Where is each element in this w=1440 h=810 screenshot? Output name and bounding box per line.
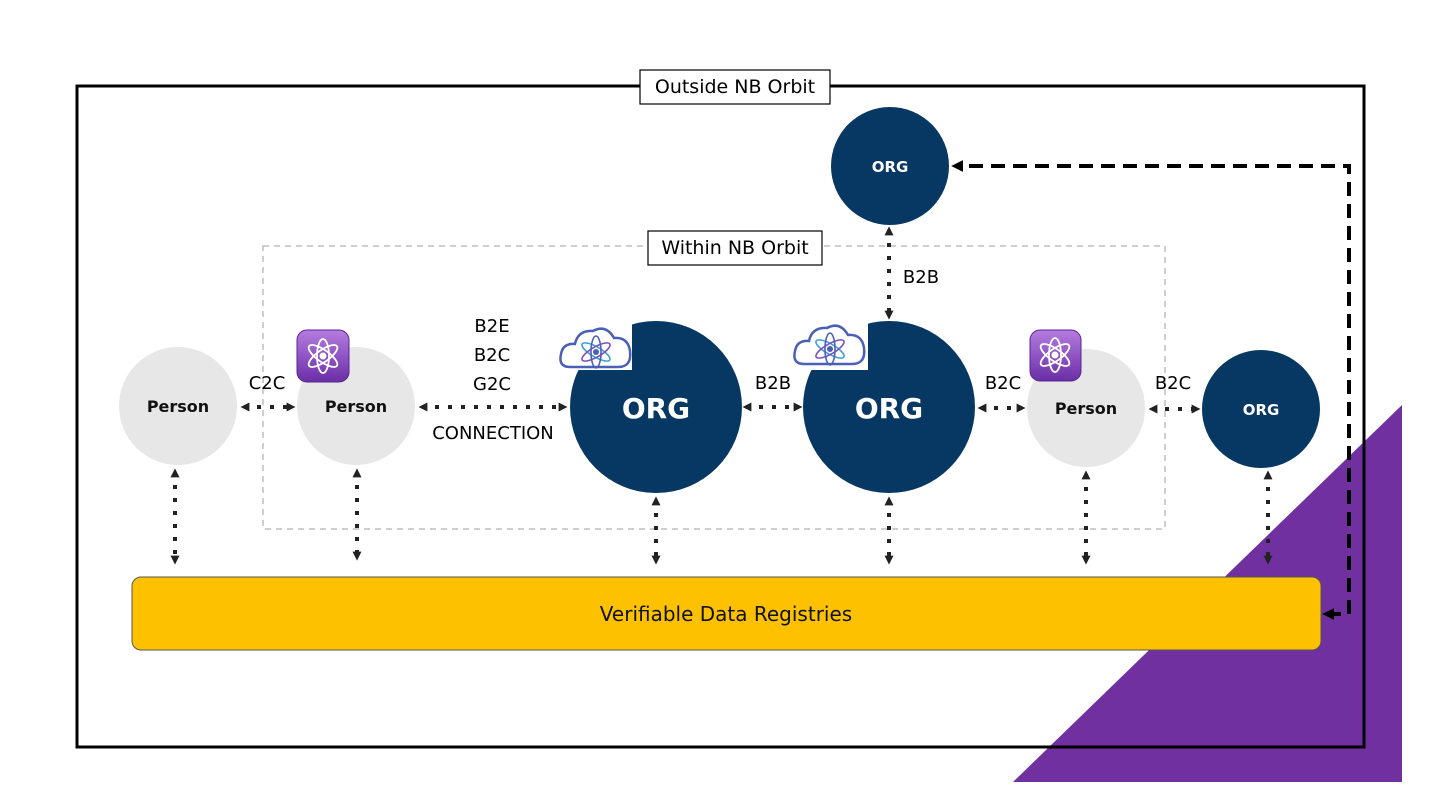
- org-top-node: [831, 107, 949, 225]
- org-label-center-right: ORG: [855, 392, 923, 425]
- person-label-2: Person: [325, 397, 387, 416]
- edge-label-b2c-left: B2C: [474, 345, 510, 366]
- inner-frame-label: Within NB Orbit: [661, 237, 808, 259]
- horizontal-connections: [240, 402, 1201, 414]
- edge-label-g2c: G2C: [473, 374, 511, 395]
- atom-cloud-icon: [792, 318, 868, 370]
- person-label-3: Person: [1055, 399, 1117, 418]
- atom-cloud-icon: [558, 318, 632, 370]
- org-top-label: ORG: [872, 158, 909, 176]
- return-path-dashed: [951, 160, 1351, 620]
- edge-label-b2b-center: B2B: [755, 373, 791, 394]
- outer-frame-label-box: [639, 69, 831, 105]
- edge-label-b2e: B2E: [474, 316, 509, 337]
- edge-label-b2b-top: B2B: [903, 267, 939, 288]
- registry-label: Verifiable Data Registries: [600, 602, 852, 626]
- vertical-connections: [170, 226, 1273, 565]
- org-label-center-left: ORG: [622, 392, 690, 425]
- outer-frame-label: Outside NB Orbit: [655, 76, 815, 98]
- edge-label-connection: CONNECTION: [432, 423, 554, 444]
- inner-frame-label-box: [647, 230, 823, 266]
- person-label-1: Person: [147, 397, 209, 416]
- edge-label-b2c-mid: B2C: [985, 373, 1021, 394]
- org-node-far-right: [1202, 350, 1320, 468]
- edge-label-b2c-right: B2C: [1155, 373, 1191, 394]
- edge-label-c2c: C2C: [249, 373, 286, 394]
- org-label-far-right: ORG: [1243, 401, 1280, 419]
- person-node-1: [119, 347, 237, 465]
- atom-app-icon: [296, 329, 350, 383]
- atom-app-icon: [1029, 329, 1082, 382]
